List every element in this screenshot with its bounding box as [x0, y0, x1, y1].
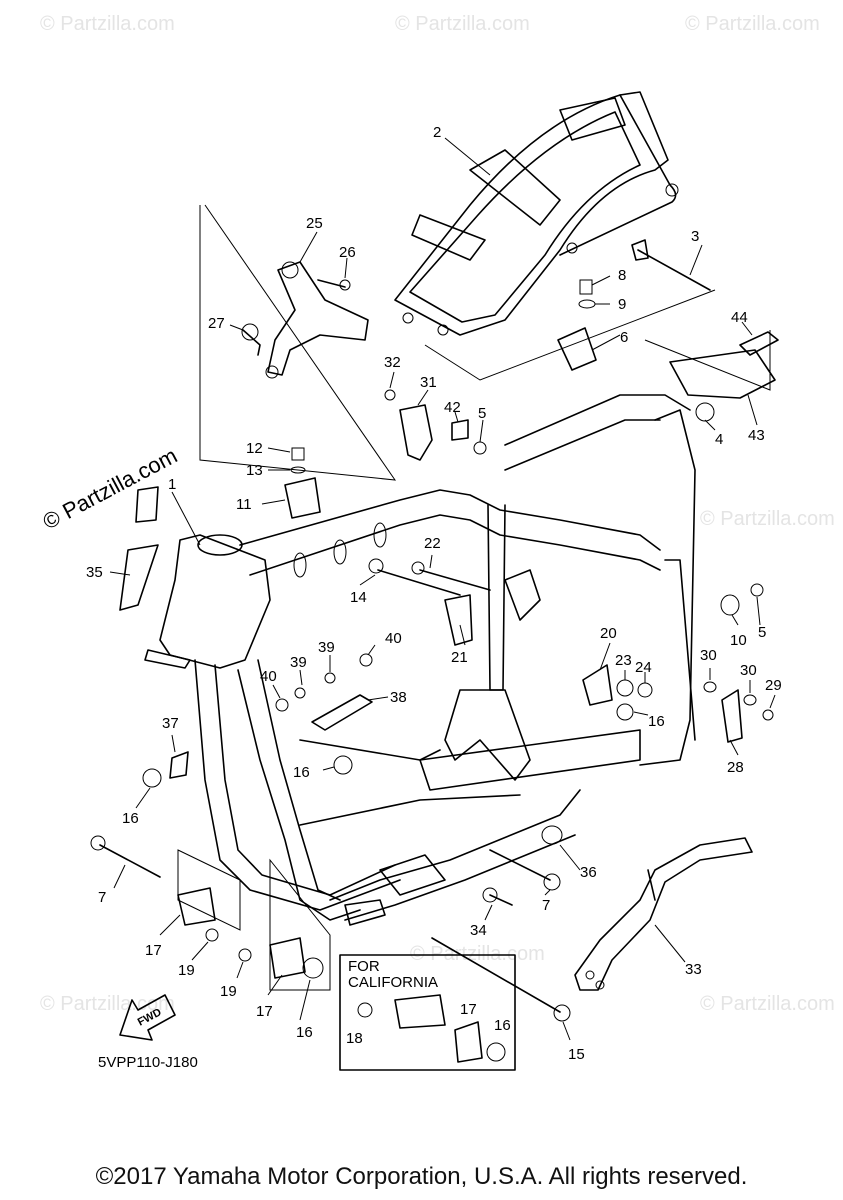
partzilla-watermark: © Partzilla.com	[39, 443, 182, 535]
callout-39: 39	[290, 654, 307, 671]
callout-37: 37	[162, 715, 179, 732]
callout-5: 5	[478, 405, 486, 422]
callout-7: 7	[542, 897, 550, 914]
callout-13: 13	[246, 462, 263, 479]
california-title-line1: FOR	[348, 958, 380, 975]
callout-11: 11	[236, 496, 252, 513]
mount-plate-part	[399, 404, 541, 646]
callout-18: 18	[346, 1030, 363, 1047]
callout-36: 36	[580, 864, 597, 881]
callout-30: 30	[740, 662, 757, 679]
callout-5: 5	[758, 624, 766, 641]
callout-42: 42	[444, 399, 461, 416]
callout-17: 17	[256, 1003, 273, 1020]
diagram-code: 5VPP110-J180	[98, 1054, 198, 1071]
callout-16-california: 16	[494, 1017, 511, 1034]
callout-1: 1	[168, 476, 176, 493]
callout-4: 4	[715, 431, 723, 448]
callout-2: 2	[433, 124, 441, 141]
callout-10: 10	[730, 632, 747, 649]
callout-35: 35	[86, 564, 103, 581]
callout-16: 16	[648, 713, 665, 730]
callout-27: 27	[208, 315, 225, 332]
fasteners	[90, 239, 779, 1022]
callout-19: 19	[220, 983, 237, 1000]
callout-44: 44	[731, 309, 748, 326]
callout-9: 9	[618, 296, 626, 313]
faint-watermarks: © Partzilla.com © Partzilla.com © Partzi…	[40, 13, 835, 1015]
callout-16: 16	[293, 764, 310, 781]
callout-14: 14	[350, 589, 367, 606]
callout-26: 26	[339, 244, 356, 261]
callout-17-california: 17	[460, 1001, 477, 1018]
watermark-faint: © Partzilla.com	[700, 508, 835, 530]
callout-33: 33	[685, 961, 702, 978]
callout-29: 29	[765, 677, 782, 694]
bracket-38-part	[311, 694, 373, 731]
watermark-faint: © Partzilla.com	[700, 993, 835, 1015]
leader-lines	[109, 137, 776, 1041]
callout-34: 34	[470, 922, 487, 939]
callout-15: 15	[568, 1046, 585, 1063]
callout-12: 12	[246, 440, 263, 457]
callout-43: 43	[748, 427, 765, 444]
callout-22: 22	[424, 535, 441, 552]
frame-parts-diagram: © Partzilla.com © Partzilla.com © Partzi…	[39, 13, 835, 1071]
callout-23: 23	[615, 652, 632, 669]
watermark-faint: © Partzilla.com	[40, 993, 175, 1015]
callout-16: 16	[122, 810, 139, 827]
callout-3: 3	[691, 228, 699, 245]
callout-numbers: 1 2 3 4 5 5 6 7 7 8 9 10 11 12 13 14 15 …	[86, 124, 782, 1063]
watermark-faint: © Partzilla.com	[40, 13, 175, 35]
assembly-outlines	[177, 204, 771, 991]
callout-19: 19	[178, 962, 195, 979]
callout-6: 6	[620, 329, 628, 346]
callout-20: 20	[600, 625, 617, 642]
callout-31: 31	[420, 374, 437, 391]
callout-32: 32	[384, 354, 401, 371]
watermark-faint: © Partzilla.com	[395, 13, 530, 35]
copyright-notice: ©2017 Yamaha Motor Corporation, U.S.A. A…	[95, 1163, 748, 1190]
callout-24: 24	[635, 659, 652, 676]
callout-30: 30	[700, 647, 717, 664]
california-inset: FOR CALIFORNIA 17 18 16	[339, 954, 516, 1071]
callout-28: 28	[727, 759, 744, 776]
bracket-25-part	[242, 261, 369, 379]
callout-16: 16	[296, 1024, 313, 1041]
watermark-faint: © Partzilla.com	[410, 943, 545, 965]
callout-40: 40	[260, 668, 277, 685]
rear-fender-part	[394, 91, 679, 336]
callout-38: 38	[390, 689, 407, 706]
callout-39: 39	[318, 639, 335, 656]
callout-8: 8	[618, 267, 626, 284]
callout-7: 7	[98, 889, 106, 906]
callout-17: 17	[145, 942, 162, 959]
footrest-bracket-33-part	[574, 837, 753, 991]
main-frame-part	[144, 394, 696, 926]
callout-25: 25	[306, 215, 323, 232]
california-title-line2: CALIFORNIA	[348, 974, 438, 991]
watermark-faint: © Partzilla.com	[685, 13, 820, 35]
callout-40: 40	[385, 630, 402, 647]
callout-21: 21	[451, 649, 468, 666]
